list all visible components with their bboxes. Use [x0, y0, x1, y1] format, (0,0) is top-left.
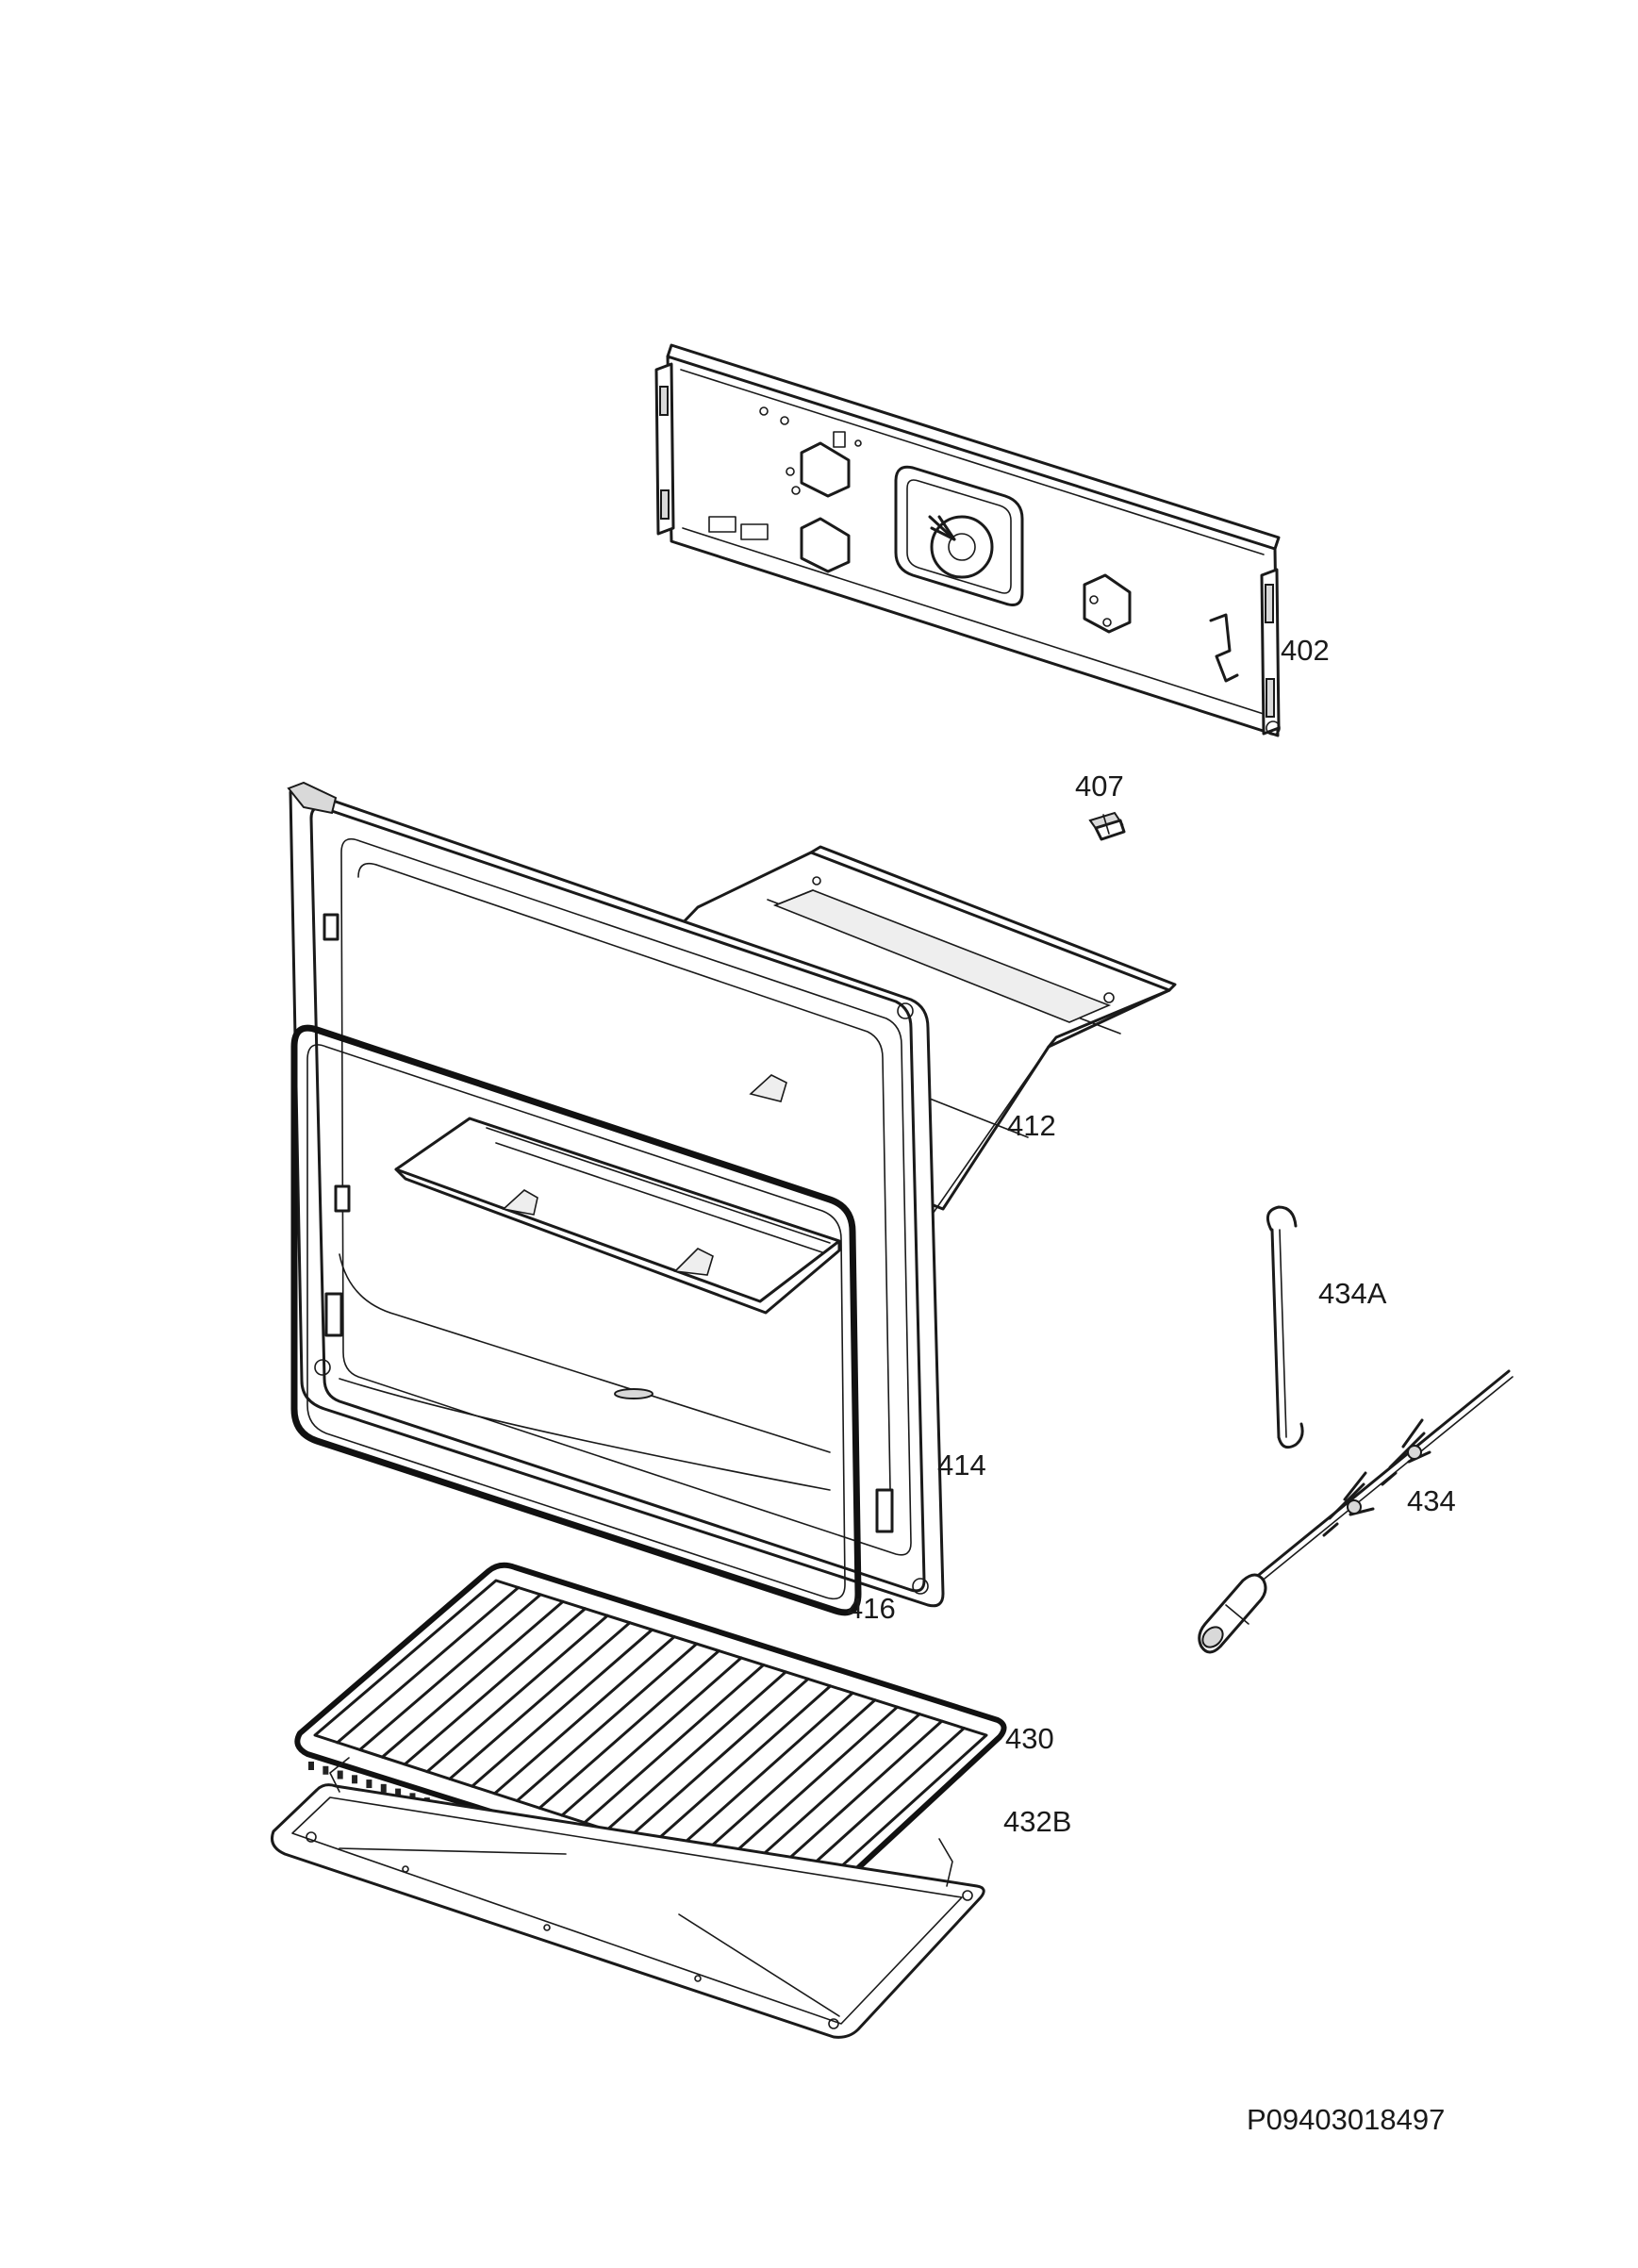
- part-432B-baking-tray: [271, 1757, 985, 2039]
- rack-bar: [425, 1614, 609, 1774]
- part-434-rotisserie-spit: [1198, 1369, 1514, 1654]
- part-402-control-panel-bracket: [654, 343, 1281, 737]
- label-434A: 434A: [1318, 1277, 1387, 1310]
- label-407: 407: [1075, 770, 1124, 803]
- rack-bar: [762, 1719, 944, 1883]
- rack-tooth: [323, 1765, 329, 1775]
- label-432B: 432B: [1003, 1805, 1072, 1838]
- rack-bar: [380, 1599, 565, 1759]
- label-416: 416: [847, 1592, 896, 1625]
- rack-tooth: [366, 1780, 372, 1789]
- rack-bar: [448, 1621, 632, 1780]
- rack-bar: [515, 1642, 699, 1803]
- label-414: 414: [937, 1449, 986, 1482]
- rack-bar: [493, 1635, 676, 1796]
- document-code: P09403018497: [1247, 2103, 1446, 2136]
- rack-tooth: [380, 1783, 387, 1793]
- rack-bar: [718, 1705, 899, 1868]
- rack-bar: [583, 1663, 766, 1825]
- rack-bar: [605, 1670, 787, 1831]
- rack-tooth: [395, 1788, 402, 1797]
- rack-bar: [336, 1585, 521, 1745]
- label-412: 412: [1007, 1109, 1056, 1142]
- rack-bar: [403, 1607, 587, 1766]
- rack-bar: [471, 1628, 654, 1788]
- part-407-clip: [1088, 811, 1126, 841]
- label-430: 430: [1005, 1722, 1054, 1755]
- rack-bar: [358, 1593, 542, 1751]
- rack-bar: [740, 1713, 921, 1876]
- rack-bar: [538, 1649, 720, 1810]
- rack-bar: [627, 1677, 810, 1839]
- rack-bar: [560, 1656, 743, 1817]
- rack-bar: [672, 1691, 854, 1854]
- label-402: 402: [1281, 634, 1330, 667]
- rack-bar: [650, 1684, 833, 1846]
- rack-tooth: [308, 1762, 314, 1770]
- inner-pan: [394, 1074, 841, 1315]
- part-434A-rod-hook: [1266, 1205, 1304, 1449]
- rack-tooth: [337, 1770, 343, 1780]
- part-416-door-gasket: [290, 1024, 862, 1616]
- label-434: 434: [1407, 1484, 1456, 1517]
- rack-tooth: [352, 1775, 358, 1784]
- rack-bar: [695, 1698, 877, 1861]
